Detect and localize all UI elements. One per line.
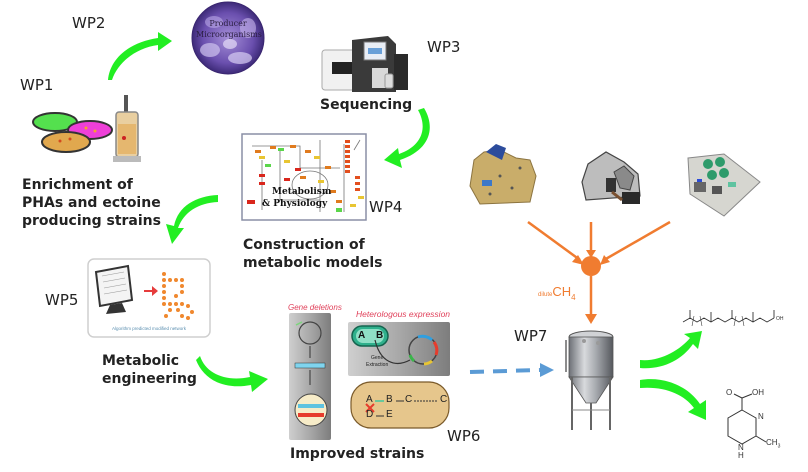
wp2-label: WP2	[72, 14, 106, 32]
methane-subscript: 4	[571, 293, 576, 303]
engineered-cell-image	[350, 381, 450, 429]
ectoine-nh-n: N	[738, 443, 744, 452]
petri-dishes-image	[32, 112, 113, 153]
producer-line-1: Producer	[209, 19, 247, 28]
wp3-label: WP3	[427, 38, 461, 56]
arrow-wp4-to-wp5	[166, 195, 218, 244]
methane-prefix: dilute	[538, 292, 553, 298]
construction-caption: Construction of metabolic models	[243, 236, 383, 272]
metabolism-line-2: & Physiology	[262, 199, 328, 209]
metabolism-physiology-label: Metabolism & Physiology	[262, 186, 331, 210]
enrichment-line-1: Enrichment of	[22, 177, 133, 193]
pha-structure	[682, 310, 775, 327]
pha-oh-label: OH	[776, 316, 784, 322]
metabolic-engineering-line-1: Metabolic	[102, 353, 180, 369]
plasmid-a-label: A	[358, 330, 366, 341]
pathway-b: B	[386, 394, 393, 405]
metabolism-line-1: Metabolism	[272, 187, 332, 197]
sequencing-caption: Sequencing	[320, 97, 413, 113]
gene-deletions-label: Gene deletions	[288, 303, 342, 312]
heterologous-expression-label: Heterologous expression	[356, 309, 451, 319]
network-design-panel	[87, 258, 211, 338]
arrow-wp7-to-ectoine	[640, 379, 706, 420]
arrow-wp6-to-wp7	[469, 363, 554, 377]
methane-arrowheads	[572, 250, 610, 324]
pathway-d: D	[366, 409, 374, 420]
methane-merge-node	[581, 256, 601, 276]
wp4-label: WP4	[369, 198, 403, 216]
ectoine-o-label: O	[726, 388, 733, 397]
wp6-label: WP6	[447, 427, 481, 445]
metabolic-engineering-caption: Metabolic engineering	[102, 352, 197, 388]
bioreactor-image	[113, 95, 141, 162]
heterologous-expression-panel	[348, 322, 450, 376]
network-nodes	[162, 272, 194, 320]
ectoine-nh-label: N H	[738, 444, 744, 460]
gene-extraction-line-1: Gene	[371, 355, 384, 361]
dilute-methane-label: diluteCH4	[538, 283, 576, 302]
construction-line-1: Construction of	[243, 237, 365, 253]
arrow-wp5-to-wp6	[196, 356, 268, 392]
pathway-c: C	[405, 394, 413, 405]
ectoine-ch3-label: CH3	[766, 438, 780, 450]
wp7-label: WP7	[514, 327, 548, 345]
plasmid-b-label: B	[376, 330, 384, 341]
metabolic-map-image	[241, 133, 367, 221]
gene-deletion-panel	[289, 313, 331, 440]
wp5-label: WP5	[45, 291, 79, 309]
ectoine-structure	[727, 393, 767, 445]
producer-line-2: Microorganisms	[196, 30, 262, 39]
ectoine-n-label: N	[758, 412, 764, 421]
pathway-c-exported: C	[440, 394, 448, 405]
improved-strains-caption: Improved strains	[290, 446, 425, 462]
ectoine-oh-label: OH	[752, 388, 764, 397]
ectoine-ch3-sub: 3	[777, 443, 781, 450]
pathway-a: A	[366, 394, 373, 405]
landfill-source-image	[469, 144, 537, 205]
gene-extraction-line-2: Extraction	[366, 362, 389, 368]
coal-mine-source-image	[581, 151, 641, 204]
network-caption: Algorithm predicted modified network	[111, 326, 187, 331]
ectoine-nh-h: H	[738, 451, 744, 460]
wastewater-plant-source-image	[687, 153, 761, 217]
enrichment-line-3: producing strains	[22, 213, 161, 229]
enrichment-line-2: PHAs and ectoine	[22, 195, 161, 211]
arrow-wp7-to-pha	[640, 331, 702, 369]
pathway-e: E	[386, 409, 393, 420]
gene-extraction-label: Gene Extraction	[366, 355, 388, 369]
arrow-wp1-to-wp2	[108, 32, 172, 80]
producer-microorganisms-image	[191, 1, 265, 75]
enrichment-caption: Enrichment of PHAs and ectoine producing…	[22, 176, 161, 230]
arrow-wp3-to-wp4	[384, 108, 430, 168]
producer-microorganisms-label: Producer Microorganisms	[196, 18, 262, 40]
wp1-label: WP1	[20, 76, 54, 94]
methane-flow-lines	[527, 220, 671, 316]
ectoine-ch: CH	[766, 438, 778, 447]
metabolic-engineering-line-2: engineering	[102, 371, 197, 387]
sequencer-image	[321, 36, 408, 92]
methane-formula: CH	[552, 284, 572, 299]
construction-line-2: metabolic models	[243, 255, 383, 271]
fermenter-image	[565, 330, 614, 430]
